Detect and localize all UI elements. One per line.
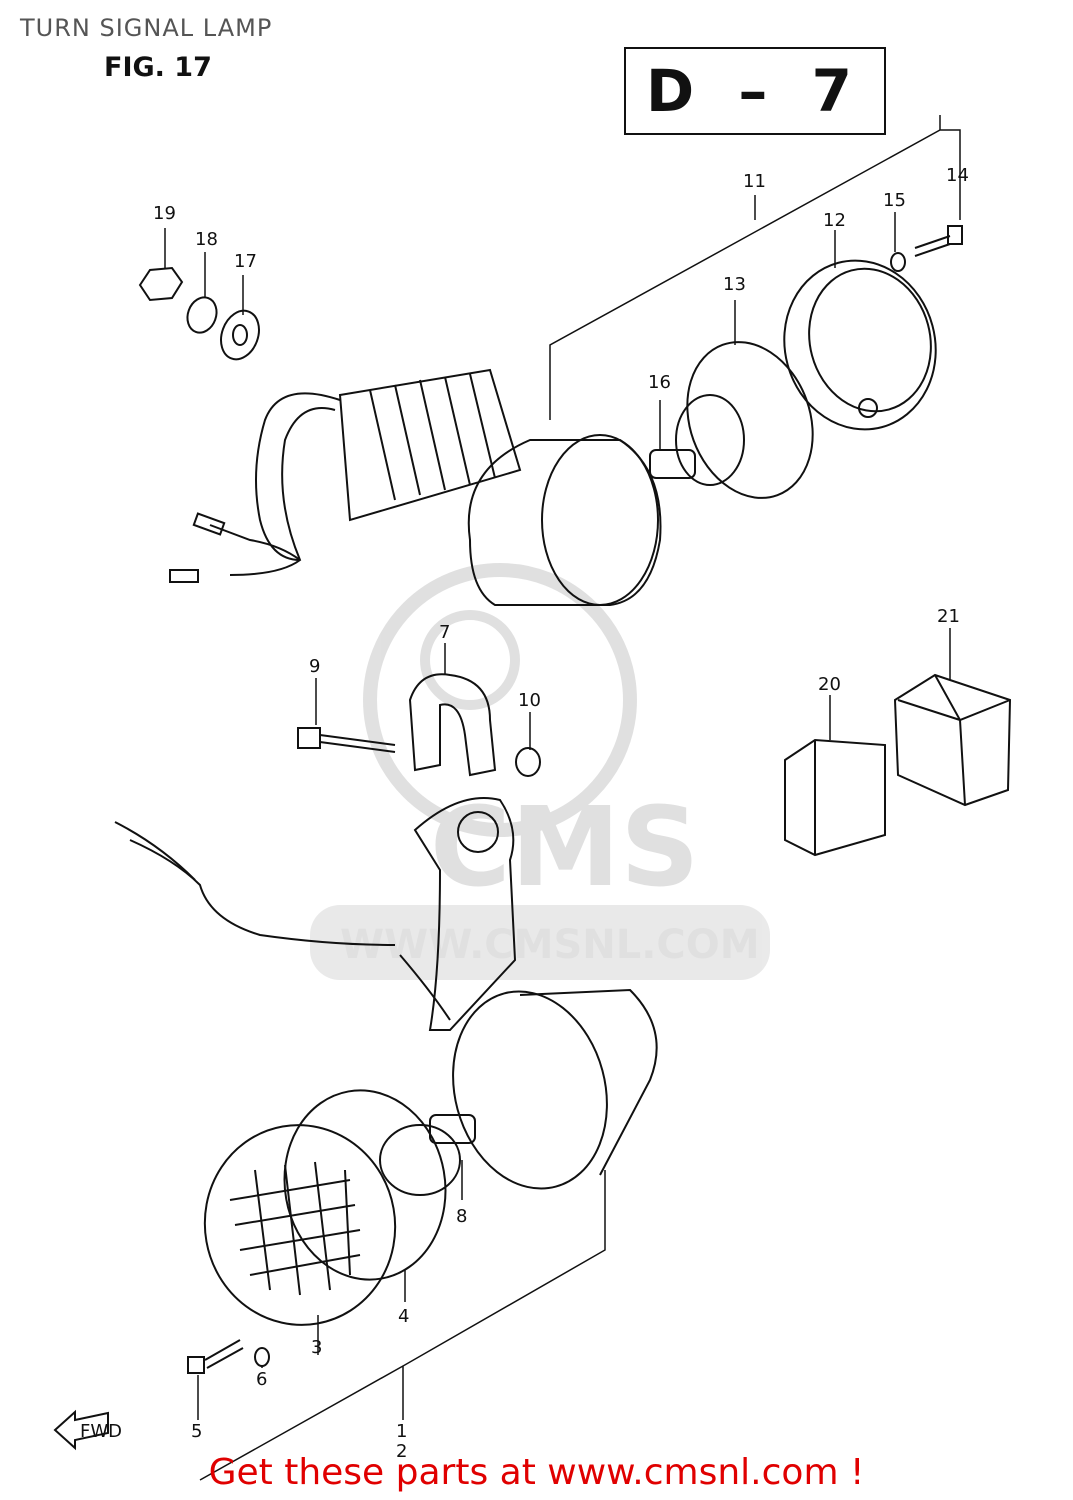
part-number-9: 9 [309,656,320,677]
screw-5 [187,1339,244,1374]
washer-6 [254,1347,270,1367]
buy-parts-link[interactable]: Get these parts at www.cmsnl.com ! [208,1452,865,1493]
part-number-10: 10 [518,690,541,711]
part-number-16: 16 [648,372,671,393]
part-number-20: 20 [818,674,841,695]
part-number-callouts: 1 2 3 4 5 6 7 8 9 10 11 12 13 14 15 16 1… [153,165,969,1462]
part-number-18: 18 [195,229,218,250]
part-number-5: 5 [191,1421,202,1442]
lower-lamp-assembly [114,797,658,1190]
leader-lines [164,115,961,1481]
bulb-16 [649,394,745,486]
gasket-4 [283,1089,447,1281]
part-number-11: 11 [743,171,766,192]
bulb-8 [379,1114,476,1196]
section-code-box: D – 7 [624,47,886,135]
page-title: TURN SIGNAL LAMP [20,14,273,42]
part-number-3: 3 [311,1337,322,1358]
part-number-15: 15 [883,190,906,211]
part-number-8: 8 [456,1206,467,1227]
nut-19 [138,266,184,302]
forward-arrow-icon [53,1409,109,1451]
gasket-ring-13 [686,341,814,499]
bracket-clamp-7 [408,673,497,777]
part-number-17: 17 [234,251,257,272]
part-number-7: 7 [439,622,450,643]
lock-washer-18 [186,296,218,334]
relay-20 [784,738,886,857]
part-number-19: 19 [153,203,176,224]
part-number-21: 21 [937,606,960,627]
part-number-1: 1 [396,1421,407,1442]
cms-watermark: CMS WWW.CMSNL.COM [310,563,770,980]
part-number-14: 14 [946,165,969,186]
washer-15 [890,252,906,272]
lens-12 [783,259,937,431]
part-number-2: 2 [396,1441,407,1462]
flasher-relay-21 [893,673,1012,807]
forward-arrow-label: FWD [80,1421,122,1442]
screw-14 [914,225,963,257]
nut-10 [515,747,541,777]
flat-washer-17 [220,309,260,361]
part-number-13: 13 [723,274,746,295]
bolt-9 [297,727,396,753]
watermark-url: WWW.CMSNL.COM [340,922,760,968]
watermark-brand: CMS [430,783,699,911]
part-number-12: 12 [823,210,846,231]
upper-lamp-assembly [169,368,662,606]
part-number-6: 6 [256,1369,267,1390]
lens-3 [203,1124,397,1326]
figure-label: FIG. 17 [104,52,212,83]
part-number-4: 4 [398,1306,409,1327]
